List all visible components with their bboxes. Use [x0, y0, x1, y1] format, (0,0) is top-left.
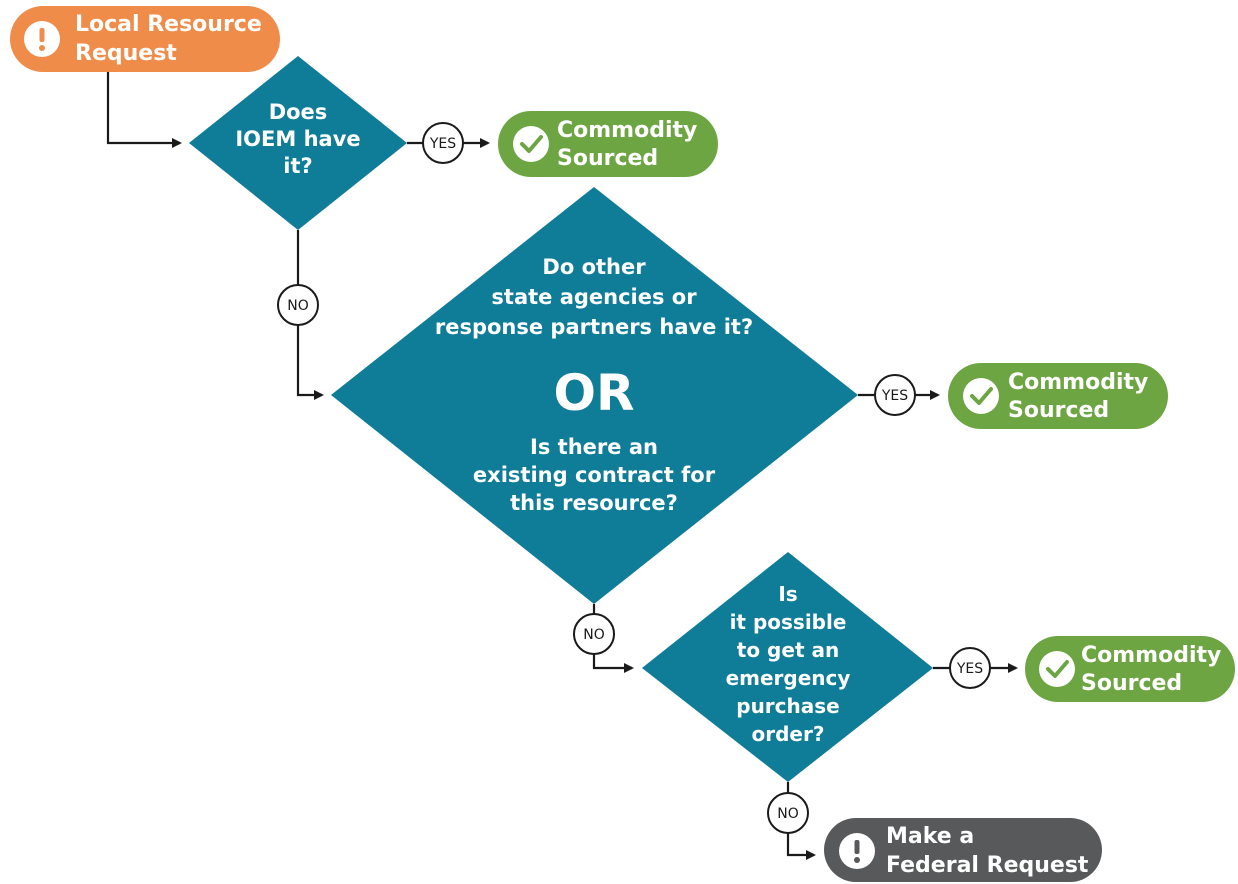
q2-top-line3: response partners have it?	[435, 315, 753, 339]
q2-no-badge: NO	[573, 613, 615, 655]
outcome-3-pill	[1025, 636, 1235, 702]
decision-ioem: Does IOEM have it?	[189, 56, 407, 230]
check-circle-icon	[1039, 651, 1075, 687]
q3-no-label: NO	[777, 806, 799, 822]
q3-line5: purchase	[736, 694, 839, 718]
q2-top-line1: Do other	[542, 255, 646, 279]
q3-yes-badge: YES	[949, 647, 991, 689]
q1-line2: IOEM have	[235, 127, 360, 151]
outcome-2-line1: Commodity	[1008, 370, 1148, 395]
q2-no-label: NO	[583, 627, 605, 643]
q2-bottom-line2: existing contract for	[473, 463, 716, 487]
connector-start-to-q1	[106, 72, 182, 148]
q3-line6: order?	[752, 722, 825, 746]
q2-yes-label: YES	[881, 388, 908, 404]
q2-bottom-line1: Is there an	[530, 435, 658, 459]
decision-emergency-purchase: Is it possible to get an emergency purch…	[642, 552, 933, 782]
start-pill	[10, 6, 280, 72]
end-label-line2: Federal Request	[886, 853, 1089, 878]
q2-yes-badge: YES	[874, 374, 916, 416]
q3-line2: it possible	[730, 610, 847, 634]
alert-icon	[24, 21, 60, 57]
decision-other-agencies-diamond	[331, 187, 858, 604]
decision-ioem-diamond	[189, 56, 407, 230]
q1-no-label: NO	[287, 298, 309, 314]
q1-no-badge: NO	[277, 284, 319, 326]
outcome-1-pill	[498, 111, 718, 177]
q3-yes-label: YES	[956, 661, 983, 677]
outcome-sourced-3: Commodity Sourced	[1025, 636, 1235, 702]
outcome-3-line2: Sourced	[1081, 671, 1182, 696]
q1-yes-badge: YES	[422, 122, 464, 164]
outcome-1-line2: Sourced	[557, 146, 658, 171]
q1-yes-label: YES	[429, 136, 456, 152]
outcome-3-line1: Commodity	[1081, 643, 1221, 668]
start-label-line2: Request	[75, 41, 177, 66]
end-label-line1: Make a	[886, 824, 974, 849]
start-node: Local Resource Request	[10, 6, 280, 72]
decision-other-agencies: Do other state agencies or response part…	[331, 187, 858, 604]
outcome-sourced-2: Commodity Sourced	[948, 363, 1168, 429]
outcome-2-pill	[948, 363, 1168, 429]
q2-or-label: OR	[553, 364, 634, 422]
start-label-line1: Local Resource	[75, 12, 262, 37]
end-pill	[824, 818, 1102, 882]
outcome-2-line2: Sourced	[1008, 398, 1109, 423]
end-node: Make a Federal Request	[824, 818, 1102, 882]
q2-top-line2: state agencies or	[491, 285, 697, 309]
decision-emergency-purchase-diamond	[642, 552, 933, 782]
check-circle-icon	[963, 378, 999, 414]
q3-line1: Is	[778, 582, 797, 606]
check-circle-icon	[513, 126, 549, 162]
q3-line3: to get an	[737, 638, 839, 662]
q1-line1: Does	[269, 100, 328, 124]
alert-icon	[839, 833, 875, 869]
q2-bottom-line3: this resource?	[510, 491, 678, 515]
q1-line3: it?	[283, 154, 312, 178]
q3-no-badge: NO	[767, 792, 809, 834]
outcome-1-line1: Commodity	[557, 118, 697, 143]
q3-line4: emergency	[726, 666, 851, 690]
outcome-sourced-1: Commodity Sourced	[498, 111, 718, 177]
